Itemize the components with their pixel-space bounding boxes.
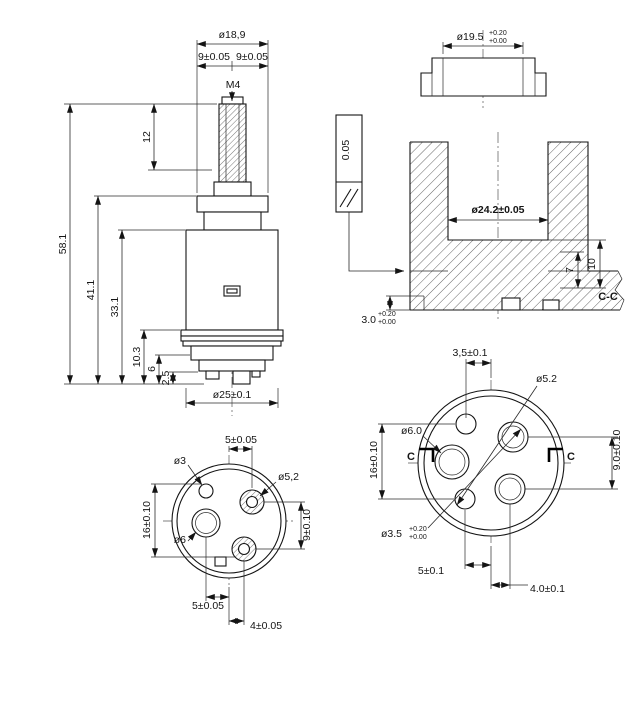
bottom-view-right: C C 3,5±0.1 ø5.2 ø6.0 ø3.5 +0.20 +0.00 1… (368, 347, 623, 595)
seal-ring-3 (182, 340, 282, 347)
locating-tab-right (251, 370, 261, 378)
dim-7: 7 (564, 267, 576, 273)
label-dia-6-0: ø6.0 (401, 425, 422, 437)
dim-12: 12 (141, 131, 153, 143)
seal-ring-1 (180, 329, 284, 337)
cut-label-left: C (407, 451, 415, 463)
label-dia-3-5-tol-lower: +0.00 (409, 534, 427, 541)
dim-16: 16±0.10 (368, 441, 380, 479)
parallelism-leader (348, 212, 405, 274)
inner-diameter (423, 395, 559, 531)
label-dia-5-2: ø5,2 (278, 471, 299, 483)
parallelism-icon (339, 188, 352, 208)
section-outline (410, 141, 618, 272)
bottom-slab-hatch (410, 240, 588, 310)
key-tab (214, 556, 227, 567)
hole-dia-3 (198, 483, 214, 499)
dim-3-0-tol-lower: +0.00 (378, 319, 396, 326)
outer-diameter (417, 389, 565, 537)
inner-diameter (176, 468, 282, 574)
label-dia-3-5: ø3.5 (381, 528, 402, 540)
dim-10: 10 (586, 258, 598, 270)
dim-dia-19-5: ø19.5 (457, 31, 484, 43)
dim-4-0: 4.0±0.1 (530, 583, 565, 595)
base-step (198, 359, 266, 372)
dim-dia-18-9: ø18,9 (219, 29, 246, 41)
label-dia-6: ø6 (174, 534, 186, 546)
stem-collar (213, 181, 252, 197)
dim-dia-19-5-tol-lower: +0.00 (489, 38, 507, 45)
dim-3-0: 3.0 (361, 314, 376, 326)
dim-9: 9±0.10 (301, 509, 313, 541)
dim-2-5: 2.5 (160, 371, 172, 386)
dim-3-0-tol-upper: +0.20 (378, 311, 396, 318)
cut-label-right: C (567, 451, 575, 463)
bottom-notch-2 (542, 299, 560, 311)
dim-10-3: 10.3 (131, 347, 143, 368)
dim-5-top: 5±0.05 (225, 434, 257, 446)
base (190, 345, 274, 361)
label-dia-3-5-tol-upper: +0.20 (409, 526, 427, 533)
dim-9-right: 9±0.05 (236, 51, 268, 63)
stem-tip (221, 96, 244, 105)
bottom-view-left: 5±0.05 ø3 ø5,2 ø6 16±0.10 9±0.10 5±0.05 … (141, 434, 313, 632)
dim-5-bottom: 5±0.1 (418, 565, 444, 577)
outer-diameter (171, 463, 287, 579)
label-dia-3: ø3 (174, 455, 186, 467)
break-line (614, 270, 625, 311)
dim-5-bottom: 5±0.05 (192, 600, 224, 612)
section-view: ø19.5 +0.20 +0.00 0.05 ø24.2±0.05 (335, 30, 625, 326)
label-dia-5-2: ø5.2 (536, 373, 557, 385)
dim-9-0: 9.0±0.10 (611, 429, 623, 470)
dim-3-5-top: 3,5±0.1 (453, 347, 488, 359)
stem-splined (218, 103, 247, 183)
right-wall-hatch (548, 142, 588, 240)
main-body (185, 229, 279, 331)
parallelism-frame (335, 114, 363, 213)
dim-dia-24-2: ø24.2±0.05 (471, 204, 524, 216)
clip-window (223, 285, 241, 297)
flange-profile (420, 57, 547, 97)
left-wall-hatch (410, 142, 448, 240)
dim-6: 6 (146, 366, 158, 372)
dim-33-1: 33.1 (109, 297, 121, 318)
seal-ring-2 (180, 335, 284, 342)
cut-mark-right (547, 447, 563, 462)
hole-dia-6 (434, 444, 470, 480)
section-label-cc: C-C (598, 291, 618, 303)
upper-housing (196, 195, 269, 213)
parallelism-value: 0.05 (340, 140, 352, 161)
locating-tab-center (232, 370, 251, 385)
side-view: ø18,9 9±0.05 9±0.05 M4 12 58.1 41.1 33.1… (57, 29, 284, 416)
dim-41-1: 41.1 (85, 280, 97, 301)
bottom-notch-1 (501, 297, 521, 311)
dim-dia-19-5-tol-upper: +0.20 (489, 30, 507, 37)
locating-tab-left (205, 370, 220, 380)
dim-dia-25: ø25±0.1 (213, 389, 252, 401)
dim-16: 16±0.10 (141, 501, 153, 539)
thread-callout-m4: M4 (226, 79, 241, 91)
neck (203, 211, 262, 231)
dim-58-1: 58.1 (57, 234, 69, 255)
dim-9-left: 9±0.05 (198, 51, 230, 63)
dim-4: 4±0.05 (250, 620, 282, 632)
